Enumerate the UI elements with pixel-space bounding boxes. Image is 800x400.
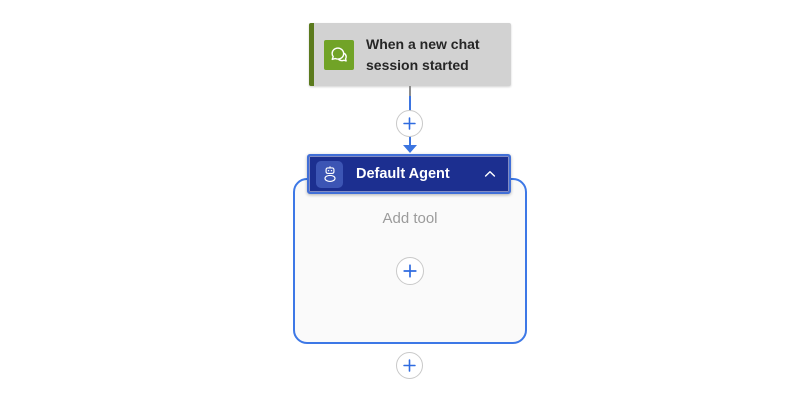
plus-icon: [403, 264, 417, 278]
agent-title: Default Agent: [356, 166, 450, 182]
plus-icon: [403, 117, 416, 130]
chat-bubbles-icon: [324, 39, 354, 70]
insert-action-button[interactable]: [396, 110, 423, 137]
connector-stub: [409, 86, 411, 96]
agent-card-header[interactable]: Default Agent: [307, 154, 511, 194]
collapse-button[interactable]: [478, 162, 502, 186]
trigger-title: When a new chat session started: [366, 35, 480, 73]
plus-icon: [403, 359, 416, 372]
trigger-card[interactable]: When a new chat session started: [309, 23, 511, 86]
add-tool-placeholder: Add tool: [382, 210, 438, 227]
bot-icon: [316, 160, 343, 188]
chevron-up-icon: [484, 171, 496, 177]
connector-arrowhead-icon: [403, 145, 417, 153]
insert-action-after-agent-button[interactable]: [396, 352, 423, 379]
trigger-accent-stripe: [309, 23, 314, 86]
add-tool-button[interactable]: [396, 257, 424, 285]
